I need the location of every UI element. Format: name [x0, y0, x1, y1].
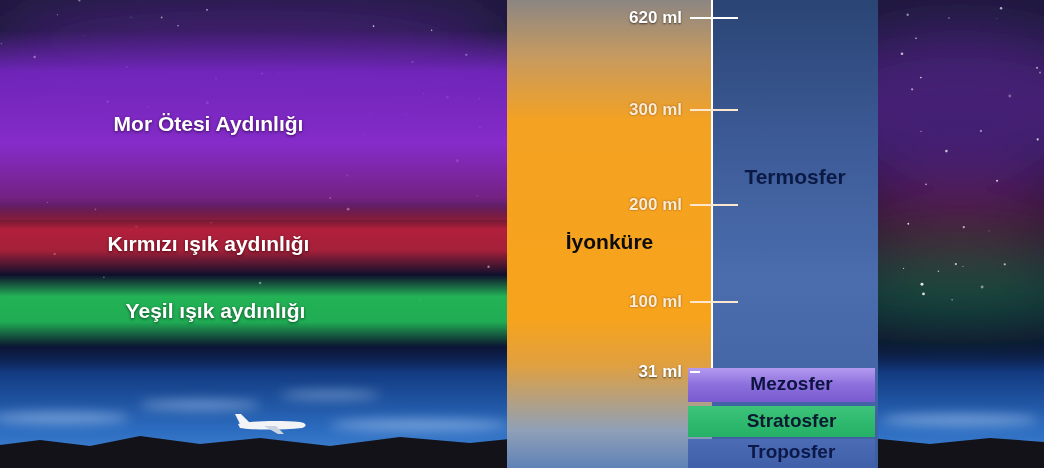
aurora-label: Kırmızı ışık aydınlığı — [108, 232, 310, 256]
layer-band: Stratosfer — [688, 406, 875, 437]
altitude-label: 100 ml — [629, 292, 682, 312]
star — [925, 184, 927, 186]
star — [1008, 94, 1011, 97]
aurora-band: Kırmızı ışık aydınlığı — [0, 205, 507, 275]
star — [1037, 138, 1039, 140]
star — [1036, 67, 1038, 69]
star — [915, 38, 916, 39]
star — [906, 13, 908, 15]
scale-ticks — [690, 18, 738, 372]
aurora-band: Mor Ötesi Aydınlığı — [0, 30, 507, 220]
layer-name: İyonküre — [566, 230, 654, 254]
star — [78, 0, 80, 2]
layer-name: Stratosfer — [747, 410, 837, 432]
star — [901, 52, 904, 55]
layer-band: Troposfer — [688, 439, 875, 468]
star — [206, 9, 208, 11]
star — [938, 271, 940, 273]
star — [920, 131, 921, 132]
star — [130, 16, 132, 18]
layer-name: Troposfer — [748, 441, 836, 463]
scale-tick — [690, 109, 738, 111]
layer-name: Termosfer — [744, 165, 845, 189]
layer-column: İyonküre — [507, 0, 712, 468]
aurora-band: Yeşil ışık aydınlığı — [0, 275, 507, 347]
star — [920, 77, 922, 79]
star — [177, 25, 178, 26]
star — [996, 180, 998, 182]
scale-axis — [711, 0, 713, 368]
star — [911, 88, 913, 90]
star — [955, 263, 957, 265]
scale-tick — [690, 17, 738, 19]
star — [948, 17, 950, 19]
scale-tick — [690, 371, 700, 373]
aurora-label: Yeşil ışık aydınlığı — [126, 299, 306, 323]
star — [963, 226, 965, 228]
star — [907, 223, 909, 225]
star — [981, 286, 984, 289]
layer-band: Mezosfer — [688, 368, 875, 402]
star — [945, 150, 948, 153]
star — [373, 25, 375, 27]
star — [980, 130, 982, 132]
layer-name: Mezosfer — [750, 373, 832, 395]
star — [921, 283, 924, 286]
star — [903, 268, 904, 269]
aurora-label: Mor Ötesi Aydınlığı — [114, 112, 304, 136]
star — [922, 293, 925, 296]
airplane — [235, 414, 306, 434]
star — [962, 266, 963, 267]
star — [57, 14, 58, 15]
star — [1039, 72, 1041, 74]
star — [1004, 263, 1006, 265]
scale-tick — [690, 301, 738, 303]
altitude-label: 300 ml — [629, 100, 682, 120]
altitude-label: 620 ml — [629, 8, 682, 28]
altitude-label: 31 ml — [639, 362, 682, 382]
star — [161, 17, 163, 19]
altitude-label: 200 ml — [629, 195, 682, 215]
star — [996, 18, 998, 20]
scale-tick — [690, 204, 738, 206]
star — [951, 299, 953, 301]
star — [988, 230, 989, 231]
star — [1000, 7, 1002, 9]
